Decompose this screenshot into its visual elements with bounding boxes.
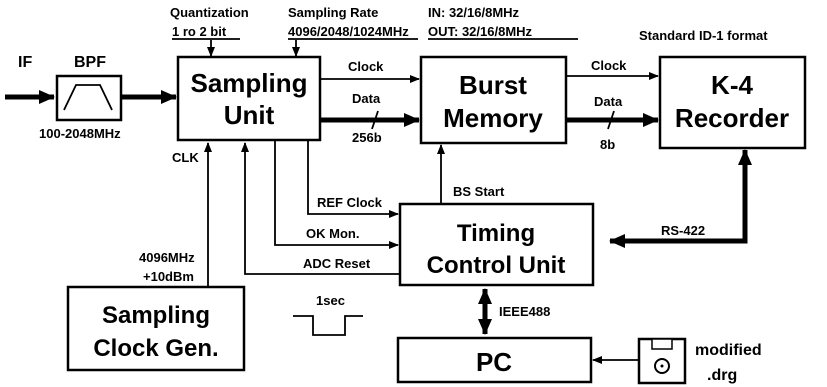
timing-control-unit-block: Timing Control Unit — [398, 202, 595, 287]
bpf-label: BPF — [74, 54, 106, 71]
burst-memory-line1: Burst — [459, 70, 527, 100]
sampling-rate-label: Sampling Rate — [288, 5, 378, 20]
in-rate-label: IN: 32/16/8MHz — [428, 5, 520, 20]
ref-clock-label: REF Clock — [317, 195, 383, 210]
rs422-label: RS-422 — [661, 223, 705, 238]
timing-control-line2: Control Unit — [427, 252, 566, 279]
burst-memory-line2: Memory — [443, 103, 543, 133]
k4-recorder-line2: Recorder — [675, 103, 789, 133]
floppy-disk-icon — [637, 337, 687, 385]
data-label-1: Data — [352, 91, 381, 106]
pulse-label: 1sec — [316, 293, 345, 308]
quantization-value: 1 ro 2 bit — [172, 24, 227, 39]
k4-recorder-line1: K-4 — [711, 70, 753, 100]
bpf-block — [55, 74, 123, 122]
if-label: IF — [18, 54, 32, 71]
sampling-unit-line2: Unit — [224, 100, 275, 130]
adc-reset-line — [241, 142, 400, 275]
sampling-unit-line1: Sampling — [190, 68, 307, 98]
data-bus-slash-1 — [371, 110, 379, 130]
bs-start-label: BS Start — [453, 184, 505, 199]
pc-block: PC — [396, 336, 593, 384]
k4-recorder-block: K-4 Recorder — [658, 55, 807, 150]
pulse-waveform-icon — [293, 315, 363, 336]
data-bus-slash-2 — [607, 110, 615, 130]
clock-freq-label: 4096MHz — [139, 250, 195, 265]
clock-label-2: Clock — [591, 58, 627, 73]
sampling-unit-block: Sampling Unit — [176, 55, 322, 142]
sampling-clock-gen-line1: Sampling — [102, 302, 210, 329]
quantization-label: Quantization — [170, 5, 249, 20]
ieee488-label: IEEE488 — [499, 304, 550, 319]
out-rate-label: OUT: 32/16/8MHz — [428, 24, 533, 39]
drg-label: .drg — [707, 367, 737, 384]
burst-memory-block: Burst Memory — [419, 55, 568, 145]
clock-label-1: Clock — [348, 59, 384, 74]
adc-reset-label: ADC Reset — [303, 256, 371, 271]
ref-clock-line — [307, 140, 399, 218]
rs422-link — [609, 149, 752, 248]
ok-mon-label: OK Mon. — [306, 226, 359, 241]
bandpass-filter-icon — [63, 84, 113, 111]
clock-power-label: +10dBm — [143, 269, 194, 284]
timing-control-line1: Timing — [457, 220, 535, 247]
data-label-2: Data — [594, 94, 623, 109]
pc-label: PC — [476, 347, 512, 377]
standard-format-label: Standard ID-1 format — [639, 28, 768, 43]
sampling-rate-value: 4096/2048/1024MHz — [288, 24, 409, 39]
width-label-1: 256b — [352, 130, 382, 145]
sampling-clock-gen-line2: Clock Gen. — [93, 335, 218, 362]
width-label-2: 8b — [600, 137, 615, 152]
sampling-clock-gen-block: Sampling Clock Gen. — [66, 285, 246, 372]
bpf-range-label: 100-2048MHz — [39, 126, 121, 141]
ok-mon-line — [274, 140, 399, 249]
clk-label: CLK — [172, 150, 199, 165]
modified-label: modified — [695, 342, 762, 359]
